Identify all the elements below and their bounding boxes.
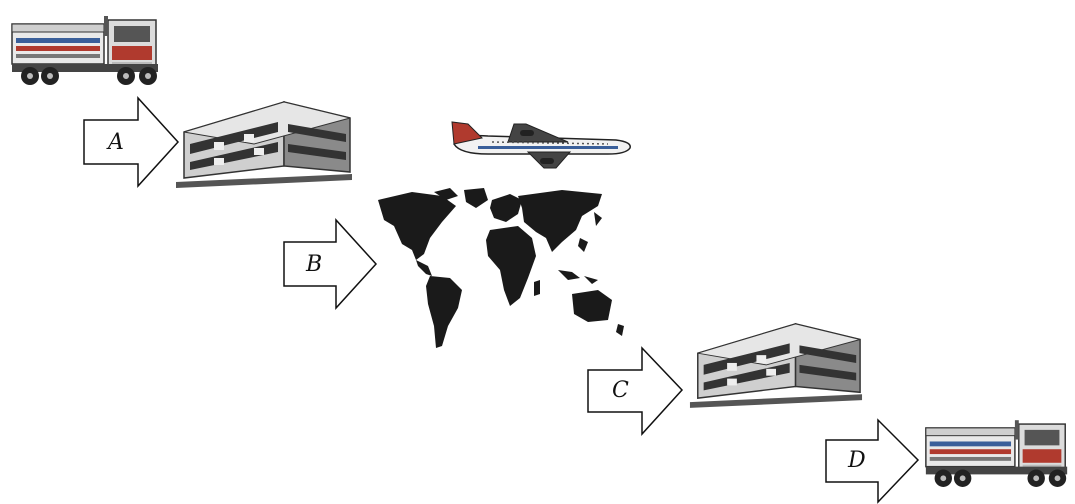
warehouse-icon [688,314,864,408]
warehouse-icon [174,92,354,188]
arrow-label-d: D [848,448,866,473]
arrow-a: A [82,96,180,188]
arrow-c: C [586,346,684,436]
world-map-icon [372,186,632,352]
truck-icon [8,12,163,94]
arrow-d: D [824,418,920,504]
arrow-label-b: B [306,252,323,277]
arrow-b: B [282,218,378,310]
arrow-label-a: A [108,130,124,155]
airplane-icon [448,118,634,170]
truck-icon [922,414,1072,498]
arrow-label-c: C [612,378,629,403]
